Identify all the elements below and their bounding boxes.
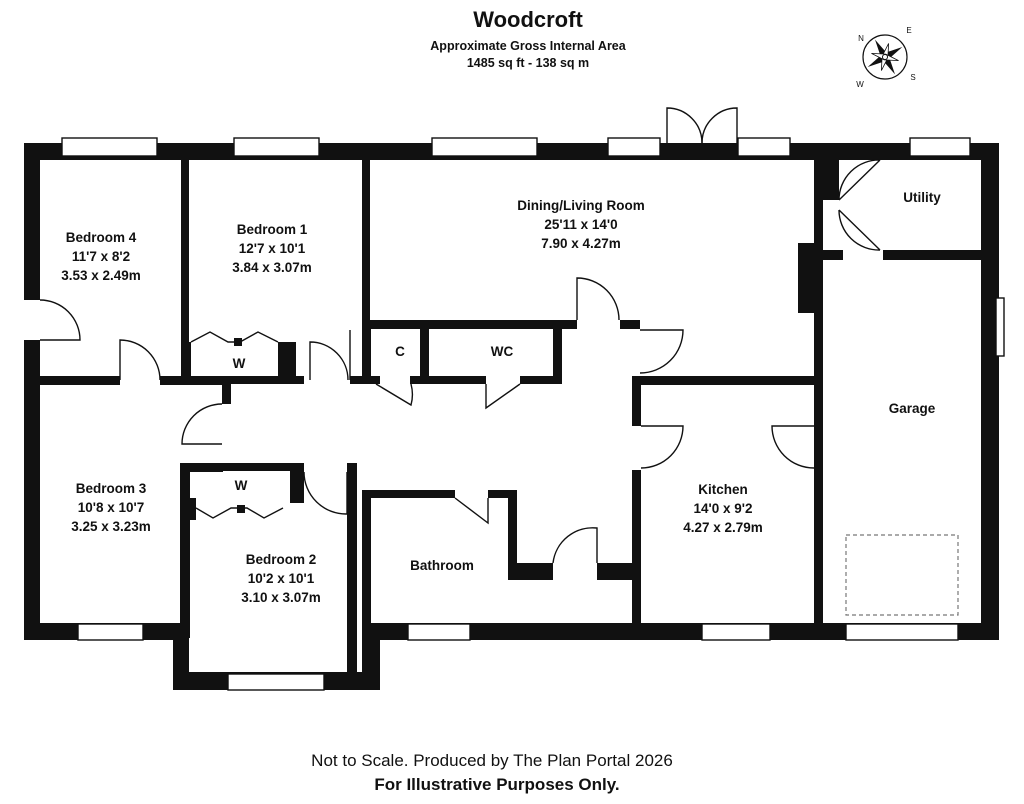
garage-skylight [845, 534, 959, 616]
room-name: Bedroom 2 [246, 552, 317, 567]
room-name: Dining/Living Room [517, 198, 645, 213]
wardrobe-doors [190, 331, 284, 519]
area-caption: Approximate Gross Internal Area [430, 39, 626, 53]
room-cupboard: C [395, 344, 405, 359]
room-metric: 3.10 x 3.07m [241, 590, 321, 605]
room-garage: Garage [889, 401, 936, 416]
room-name: Bedroom 4 [66, 230, 137, 245]
area-value: 1485 sq ft - 138 sq m [467, 56, 589, 70]
room-imperial: 12'7 x 10'1 [239, 241, 306, 256]
room-kitchen: Kitchen 14'0 x 9'2 4.27 x 2.79m [683, 482, 763, 535]
compass-e-label: E [906, 26, 911, 35]
room-wc: WC [491, 344, 514, 359]
room-imperial: 25'11 x 14'0 [544, 217, 617, 232]
room-metric: 3.84 x 3.07m [232, 260, 312, 275]
room-bedroom-4: Bedroom 4 11'7 x 8'2 3.53 x 2.49m [61, 230, 141, 283]
room-wardrobe-2: W [235, 478, 248, 493]
room-metric: 3.53 x 2.49m [61, 268, 141, 283]
room-metric: 7.90 x 4.27m [541, 236, 621, 251]
room-metric: 4.27 x 2.79m [683, 520, 763, 535]
compass-rose-icon [862, 34, 908, 80]
plan-title: Woodcroft [473, 7, 583, 32]
room-wardrobe-1: W [233, 356, 246, 371]
room-imperial: 14'0 x 9'2 [694, 501, 753, 516]
room-name: Bedroom 3 [76, 481, 147, 496]
room-name: Kitchen [698, 482, 748, 497]
room-bathroom: Bathroom [410, 558, 474, 573]
doors [39, 107, 881, 564]
room-name: Bedroom 1 [237, 222, 308, 237]
footer-credit: Not to Scale. Produced by The Plan Porta… [311, 751, 673, 770]
room-imperial: 10'2 x 10'1 [248, 571, 315, 586]
room-metric: 3.25 x 3.23m [71, 519, 151, 534]
room-dining-living: Dining/Living Room 25'11 x 14'0 7.90 x 4… [517, 198, 645, 251]
room-bedroom-1: Bedroom 1 12'7 x 10'1 3.84 x 3.07m [232, 222, 312, 275]
room-bedroom-2: Bedroom 2 10'2 x 10'1 3.10 x 3.07m [241, 552, 321, 605]
compass-w-label: W [856, 80, 864, 89]
room-bedroom-3: Bedroom 3 10'8 x 10'7 3.25 x 3.23m [71, 481, 151, 534]
exterior-walls [24, 143, 999, 690]
room-imperial: 10'8 x 10'7 [78, 500, 144, 515]
interior-walls [24, 143, 999, 681]
room-imperial: 11'7 x 8'2 [72, 249, 130, 264]
room-utility: Utility [903, 190, 941, 205]
compass-n-label: N [858, 34, 864, 43]
compass-s-label: S [910, 73, 915, 82]
windows [61, 137, 1005, 691]
footer-disclaimer: For Illustrative Purposes Only. [374, 775, 619, 794]
